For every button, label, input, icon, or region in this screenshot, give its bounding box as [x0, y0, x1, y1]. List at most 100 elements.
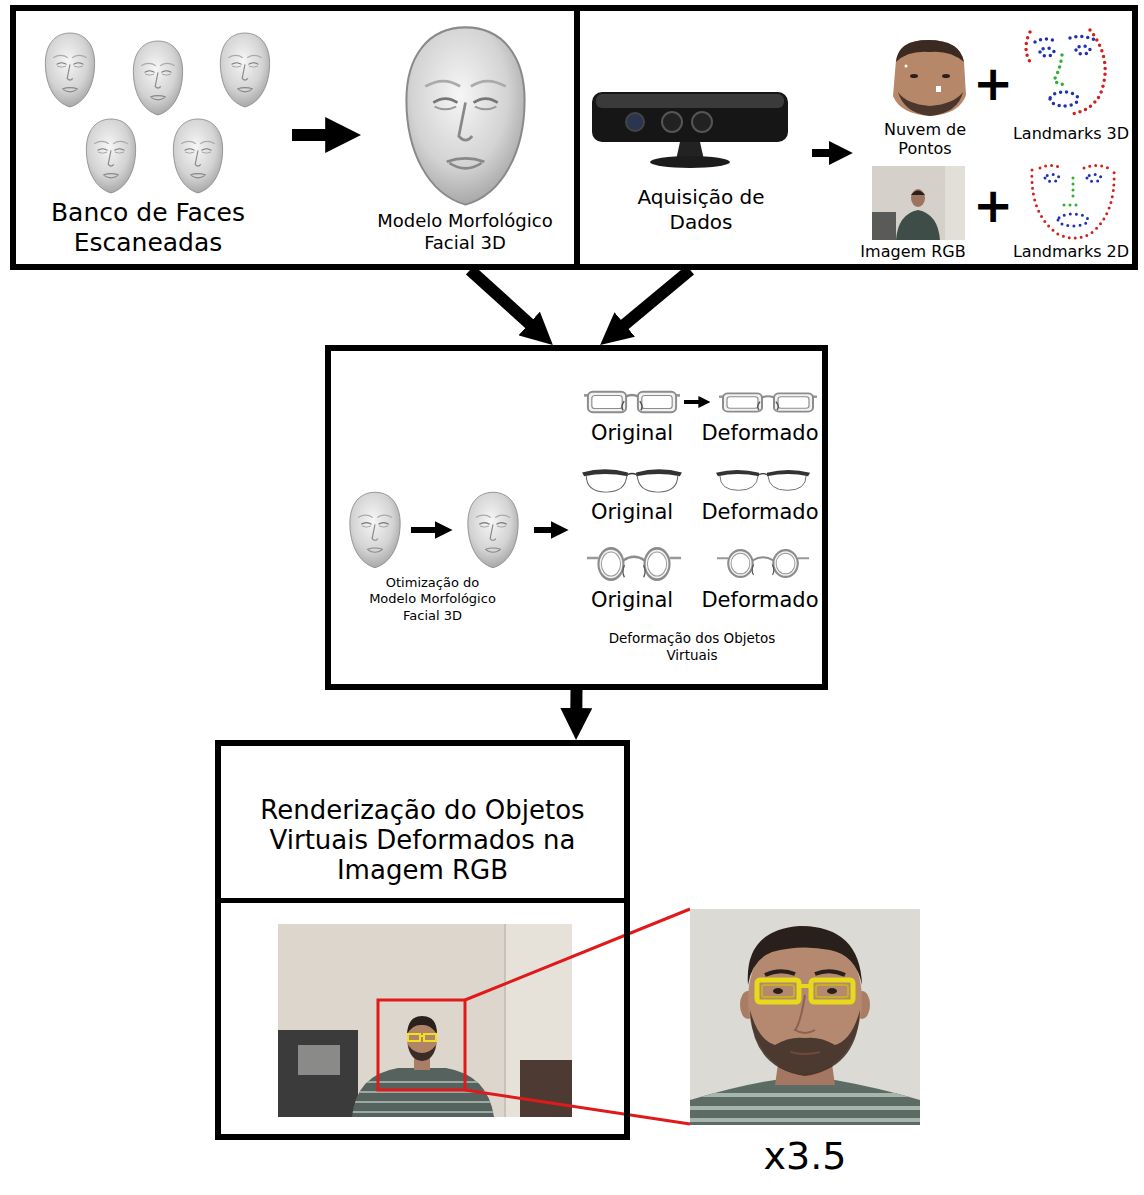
point-cloud-face [910, 74, 918, 78]
point-cloud-face [942, 74, 950, 78]
zoomed-face [757, 980, 799, 1002]
point-cloud-face [896, 40, 964, 62]
scanned-faces [220, 33, 269, 107]
step-arrow [534, 527, 556, 533]
rgb-scene [278, 924, 572, 1117]
rgb-scene [298, 1045, 340, 1075]
landmark-caption: Landmarks 3D [1010, 124, 1132, 143]
rgb-thumbnail [896, 210, 940, 240]
upper-panel: Banco de Faces EscaneadasModelo Morfológ… [10, 5, 580, 270]
glasses-models [582, 469, 682, 492]
step-caption: Deformação dos Objetos Virtuais [597, 630, 787, 664]
zoomed-face [690, 909, 920, 1125]
glasses-caption: Deformado [699, 588, 821, 612]
rgb-scene [408, 1034, 420, 1041]
kinect-sensor [662, 112, 682, 132]
landmarks-2d [1040, 166, 1108, 169]
point-cloud-face [898, 92, 963, 116]
landmark-caption: Landmarks 2D [1010, 243, 1132, 261]
scanned-faces [86, 119, 135, 193]
landmarks-3d [1035, 36, 1095, 42]
landmarks-2d [1058, 214, 1088, 226]
zoomed-face [690, 1080, 920, 1125]
rgb-scene [350, 1082, 500, 1112]
glasses-caption: Original [572, 500, 692, 524]
kinect-sensor [596, 94, 784, 108]
glasses-caption: Deformado [699, 500, 821, 524]
step-caption: Aquisição de Dados [621, 185, 781, 235]
optimization-faces [468, 492, 518, 567]
step-arrow [684, 400, 702, 404]
zoom-leader [465, 909, 690, 1124]
point-cloud-face [905, 65, 908, 68]
scanned-faces [173, 119, 222, 193]
kinect-sensor [692, 112, 712, 132]
glasses-models [587, 548, 681, 579]
rgb-thumbnail [911, 191, 925, 196]
zoomed-face [773, 988, 783, 994]
zoomed-face [762, 985, 794, 997]
glasses-models [719, 393, 817, 411]
scanned-faces [133, 41, 182, 115]
panel-heading: Renderização do Objetos Virtuais Deforma… [221, 746, 624, 903]
rgb-scene [424, 1034, 436, 1041]
scanned-faces [45, 33, 269, 193]
landmarks-3d [1050, 92, 1078, 106]
rgb-scene [505, 924, 572, 1117]
rgb-thumbnail [911, 189, 925, 207]
zoomed-face [750, 1010, 860, 1076]
plus-sign: + [968, 57, 1018, 110]
rgb-scene [520, 1060, 572, 1117]
zoomed-face [827, 988, 837, 994]
rgb-scene [350, 1082, 500, 1112]
point-cloud-face [936, 86, 941, 92]
glasses-models [716, 470, 810, 490]
morphable-face [406, 27, 524, 204]
acquisition-panel: Aquisição de DadosNuvem de PontosLandmar… [574, 5, 1138, 270]
zoomed-face [811, 980, 853, 1002]
flow-arrow [616, 270, 691, 332]
kinect-sensor [592, 92, 788, 142]
glasses-models [717, 550, 809, 577]
kinect-sensor [626, 113, 644, 131]
landmarks-3d [1040, 46, 1090, 56]
plus-sign: + [968, 179, 1018, 232]
zoomed-face [765, 971, 845, 975]
glasses-caption: Deformado [699, 421, 821, 445]
image-caption: Imagem RGB [853, 243, 973, 261]
process-box: Otimização do Modelo Morfológico Facial … [325, 345, 828, 690]
glasses-models [582, 392, 817, 580]
rgb-scene [420, 1035, 424, 1037]
step-arrow [411, 527, 440, 533]
landmarks-3d [1026, 30, 1105, 114]
rgb-scene [407, 1016, 437, 1034]
output-panel: Renderização do Objetos Virtuais Deforma… [215, 740, 630, 1140]
cloud-caption: Nuvem de Pontos [875, 120, 975, 158]
kinect-sensor [650, 156, 730, 168]
glasses-caption: Original [572, 588, 692, 612]
rgb-scene [408, 1045, 436, 1061]
rgb-scene [278, 1030, 358, 1117]
rgb-thumbnail [945, 166, 965, 240]
glasses-models [584, 392, 680, 413]
landmarks-2d [1032, 170, 1114, 238]
point-cloud-face [893, 40, 966, 116]
zoomed-face [799, 984, 811, 988]
model-caption: Modelo Morfológico Facial 3D [360, 210, 570, 253]
zoomed-face [748, 926, 862, 985]
glasses-caption: Original [572, 421, 692, 445]
point-cloud-face [893, 40, 966, 116]
step-caption: Otimização do Modelo Morfológico Facial … [365, 575, 500, 624]
rgb-thumbnail [872, 166, 965, 240]
rgb-thumbnail [872, 166, 965, 240]
zoomed-face [790, 1052, 820, 1054]
optimization-faces [350, 492, 518, 567]
zoomed-face [690, 1095, 920, 1120]
step-arrow [292, 129, 336, 141]
landmarks-3d [1026, 32, 1030, 62]
flow-arrow [470, 270, 538, 332]
flow-arrow [570, 690, 582, 720]
